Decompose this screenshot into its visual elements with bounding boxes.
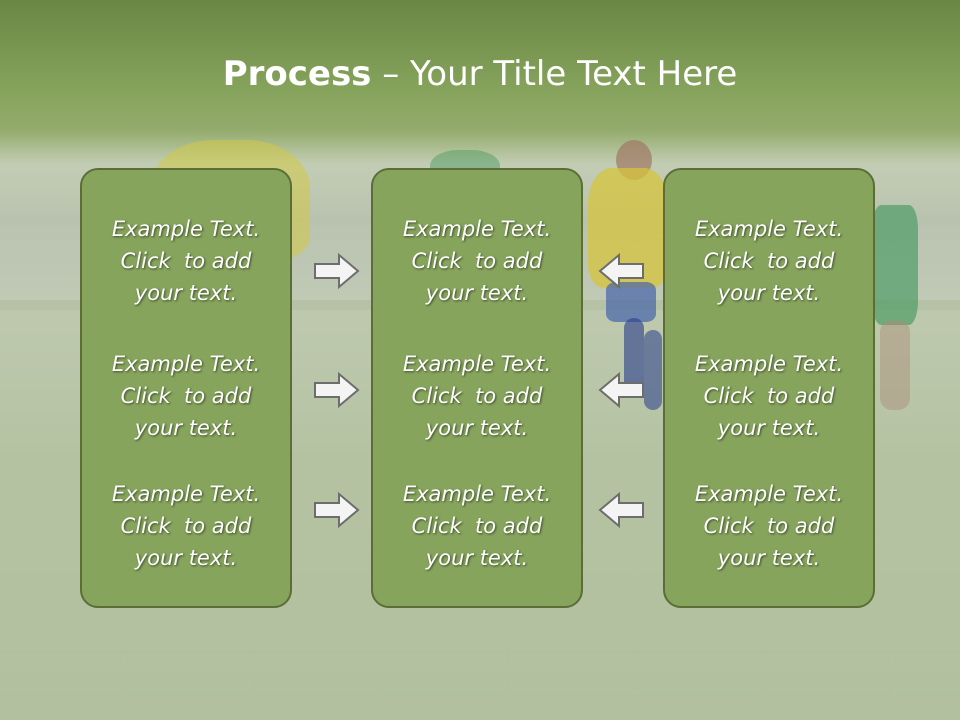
text-line: Click to add — [120, 249, 252, 273]
background-player — [880, 320, 910, 410]
text-line: Click to add — [703, 384, 835, 408]
text-line: Example Text. — [111, 482, 261, 506]
process-column-left[interactable]: Example Text. Click to add your text. Ex… — [80, 168, 292, 608]
right-arrow-icon[interactable] — [313, 371, 361, 409]
background-player — [872, 205, 918, 325]
title-rest: – Your Title Text Here — [371, 54, 738, 94]
process-column-middle[interactable]: Example Text. Click to add your text. Ex… — [371, 168, 583, 608]
text-line: Example Text. — [694, 352, 844, 376]
text-line: your text. — [717, 281, 821, 305]
text-line: Example Text. — [402, 217, 552, 241]
text-placeholder[interactable]: Example Text. Click to add your text. — [82, 348, 290, 444]
text-placeholder[interactable]: Example Text. Click to add your text. — [373, 213, 581, 309]
text-line: your text. — [134, 281, 238, 305]
text-placeholder[interactable]: Example Text. Click to add your text. — [373, 478, 581, 574]
text-line: Click to add — [703, 249, 835, 273]
text-placeholder[interactable]: Example Text. Click to add your text. — [665, 478, 873, 574]
text-line: Example Text. — [111, 217, 261, 241]
text-line: Click to add — [120, 514, 252, 538]
text-placeholder[interactable]: Example Text. Click to add your text. — [665, 348, 873, 444]
text-placeholder[interactable]: Example Text. Click to add your text. — [373, 348, 581, 444]
right-arrow-icon[interactable] — [313, 491, 361, 529]
text-line: Click to add — [411, 384, 543, 408]
left-arrow-icon[interactable] — [597, 371, 645, 409]
left-arrow-icon[interactable] — [597, 491, 645, 529]
text-line: your text. — [425, 416, 529, 440]
text-line: Click to add — [411, 249, 543, 273]
background-player — [644, 330, 662, 410]
text-placeholder[interactable]: Example Text. Click to add your text. — [665, 213, 873, 309]
text-line: your text. — [717, 416, 821, 440]
text-placeholder[interactable]: Example Text. Click to add your text. — [82, 478, 290, 574]
text-line: your text. — [425, 281, 529, 305]
process-column-right[interactable]: Example Text. Click to add your text. Ex… — [663, 168, 875, 608]
text-line: Example Text. — [694, 217, 844, 241]
title-bold: Process — [222, 54, 372, 94]
text-line: Click to add — [120, 384, 252, 408]
text-line: your text. — [425, 546, 529, 570]
slide-title[interactable]: Process – Your Title Text Here — [0, 50, 960, 98]
text-line: Example Text. — [402, 482, 552, 506]
background-player — [624, 318, 644, 398]
right-arrow-icon[interactable] — [313, 252, 361, 290]
text-line: Click to add — [411, 514, 543, 538]
text-line: Click to add — [703, 514, 835, 538]
text-line: your text. — [134, 416, 238, 440]
background-player — [606, 282, 656, 322]
text-placeholder[interactable]: Example Text. Click to add your text. — [82, 213, 290, 309]
left-arrow-icon[interactable] — [597, 252, 645, 290]
text-line: your text. — [134, 546, 238, 570]
text-line: Example Text. — [402, 352, 552, 376]
text-line: your text. — [717, 546, 821, 570]
text-line: Example Text. — [111, 352, 261, 376]
text-line: Example Text. — [694, 482, 844, 506]
